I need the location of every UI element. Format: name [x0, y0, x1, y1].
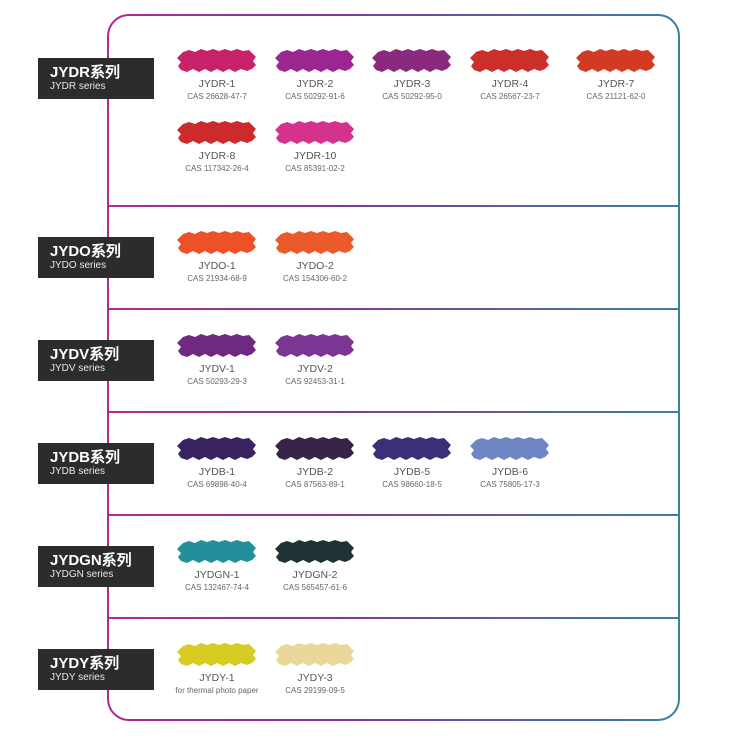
- dye-swatch-jydv-1: JYDV-1 CAS 50293-29-3: [167, 333, 267, 387]
- series-subtitle: JYDR series: [50, 81, 106, 92]
- dye-cas-number: for thermal photo paper: [175, 686, 259, 695]
- dye-cas-number: CAS 92453-31-1: [285, 377, 345, 386]
- dye-code: JYDB-2: [296, 466, 334, 478]
- dye-swatch-jydv-2: JYDV-2 CAS 92453-31-1: [265, 333, 365, 387]
- paint-stroke-icon: [275, 540, 354, 563]
- paint-stroke-icon: [576, 49, 655, 72]
- dye-swatch-jydo-1: JYDO-1 CAS 21934-68-9: [167, 230, 267, 284]
- series-label-jydv: JYDV系列 JYDV series: [38, 340, 154, 381]
- series-subtitle: JYDO series: [50, 260, 107, 271]
- paint-stroke-icon: [372, 437, 451, 460]
- dye-cas-number: CAS 154306-60-2: [282, 274, 348, 283]
- dye-swatch-jydo-2: JYDO-2 CAS 154306-60-2: [265, 230, 365, 284]
- dye-code: JYDB-1: [198, 466, 236, 478]
- dye-cas-number: CAS 26628-47-7: [187, 92, 247, 101]
- dye-swatch-jydy-1: JYDY-1 for thermal photo paper: [167, 642, 267, 696]
- dye-code: JYDV-1: [199, 363, 235, 375]
- dye-cas-number: CAS 565457-61-6: [282, 583, 348, 592]
- dye-cas-number: CAS 75805-17-3: [480, 480, 540, 489]
- paint-stroke-icon: [177, 437, 256, 460]
- dye-code: JYDB-6: [491, 466, 529, 478]
- series-label-jydgn: JYDGN系列 JYDGN series: [38, 546, 154, 587]
- dye-cas-number: CAS 85391-02-2: [285, 164, 345, 173]
- paint-stroke-icon: [177, 540, 256, 563]
- dye-cas-number: CAS 50292-91-6: [285, 92, 345, 101]
- dye-cas-number: CAS 132467-74-4: [184, 583, 250, 592]
- series-title: JYDO系列: [50, 243, 121, 260]
- dye-code: JYDY-1: [199, 672, 235, 684]
- dye-code: JYDV-2: [297, 363, 333, 375]
- series-subtitle: JYDB series: [50, 466, 106, 477]
- dye-code: JYDR-10: [293, 150, 337, 162]
- dye-cas-number: CAS 69898-40-4: [187, 480, 247, 489]
- series-subtitle: JYDV series: [50, 363, 106, 374]
- dye-cas-number: CAS 21121-62-0: [586, 92, 646, 101]
- dye-cas-number: CAS 21934-68-9: [187, 274, 247, 283]
- dye-code: JYDR-1: [198, 78, 236, 90]
- paint-stroke-icon: [275, 334, 354, 357]
- paint-stroke-icon: [177, 643, 256, 666]
- series-title: JYDGN系列: [50, 552, 132, 569]
- dye-swatch-jydr-10: JYDR-10 CAS 85391-02-2: [265, 120, 365, 174]
- dye-cas-number: CAS 87563-89-1: [285, 480, 345, 489]
- dye-code: JYDB-5: [393, 466, 431, 478]
- paint-stroke-icon: [470, 437, 549, 460]
- paint-stroke-icon: [275, 231, 354, 254]
- dye-code: JYDR-3: [393, 78, 431, 90]
- series-title: JYDY系列: [50, 655, 120, 672]
- dye-swatch-jydr-7: JYDR-7 CAS 21121-62-0: [566, 48, 666, 102]
- dye-cas-number: CAS 26567-23-7: [480, 92, 540, 101]
- dye-code: JYDY-3: [297, 672, 333, 684]
- dye-swatch-jydr-2: JYDR-2 CAS 50292-91-6: [265, 48, 365, 102]
- dye-code: JYDR-4: [491, 78, 529, 90]
- paint-stroke-icon: [275, 49, 354, 72]
- dye-code: JYDGN-1: [194, 569, 240, 581]
- paint-stroke-icon: [275, 437, 354, 460]
- dye-swatch-jydr-4: JYDR-4 CAS 26567-23-7: [460, 48, 560, 102]
- dye-swatch-jydb-1: JYDB-1 CAS 69898-40-4: [167, 436, 267, 490]
- section-divider: [109, 514, 678, 516]
- paint-stroke-icon: [177, 231, 256, 254]
- dye-code: JYDR-2: [296, 78, 334, 90]
- paint-stroke-icon: [372, 49, 451, 72]
- dye-code: JYDR-8: [198, 150, 236, 162]
- dye-swatch-jydgn-1: JYDGN-1 CAS 132467-74-4: [167, 539, 267, 593]
- dye-swatch-jydr-8: JYDR-8 CAS 117342-26-4: [167, 120, 267, 174]
- dye-swatch-jydb-6: JYDB-6 CAS 75805-17-3: [460, 436, 560, 490]
- paint-stroke-icon: [470, 49, 549, 72]
- paint-stroke-icon: [275, 643, 354, 666]
- dye-swatch-jydb-2: JYDB-2 CAS 87563-89-1: [265, 436, 365, 490]
- dye-code: JYDO-2: [296, 260, 334, 272]
- dye-code: JYDR-7: [597, 78, 635, 90]
- series-title: JYDV系列: [50, 346, 120, 363]
- series-subtitle: JYDGN series: [50, 569, 114, 580]
- section-divider: [109, 411, 678, 413]
- series-label-jydr: JYDR系列 JYDR series: [38, 58, 154, 99]
- dye-swatch-jydb-5: JYDB-5 CAS 98660-18-5: [362, 436, 462, 490]
- section-divider: [109, 308, 678, 310]
- paint-stroke-icon: [275, 121, 354, 144]
- paint-stroke-icon: [177, 49, 256, 72]
- series-label-jydo: JYDO系列 JYDO series: [38, 237, 154, 278]
- dye-swatch-jydr-1: JYDR-1 CAS 26628-47-7: [167, 48, 267, 102]
- dye-swatch-jydgn-2: JYDGN-2 CAS 565457-61-6: [265, 539, 365, 593]
- series-title: JYDB系列: [50, 449, 121, 466]
- dye-cas-number: CAS 117342-26-4: [185, 164, 249, 173]
- series-label-jydb: JYDB系列 JYDB series: [38, 443, 154, 484]
- series-label-jydy: JYDY系列 JYDY series: [38, 649, 154, 690]
- paint-stroke-icon: [177, 121, 256, 144]
- series-subtitle: JYDY series: [50, 672, 105, 683]
- dye-cas-number: CAS 29199-09-5: [285, 686, 345, 695]
- dye-code: JYDGN-2: [292, 569, 338, 581]
- paint-stroke-icon: [177, 334, 256, 357]
- dye-swatch-jydr-3: JYDR-3 CAS 50292-95-0: [362, 48, 462, 102]
- dye-cas-number: CAS 50292-95-0: [382, 92, 442, 101]
- dye-cas-number: CAS 50293-29-3: [187, 377, 247, 386]
- dye-code: JYDO-1: [198, 260, 236, 272]
- dye-cas-number: CAS 98660-18-5: [382, 480, 442, 489]
- section-divider: [109, 617, 678, 619]
- section-divider: [109, 205, 678, 207]
- series-title: JYDR系列: [50, 64, 121, 81]
- dye-swatch-jydy-3: JYDY-3 CAS 29199-09-5: [265, 642, 365, 696]
